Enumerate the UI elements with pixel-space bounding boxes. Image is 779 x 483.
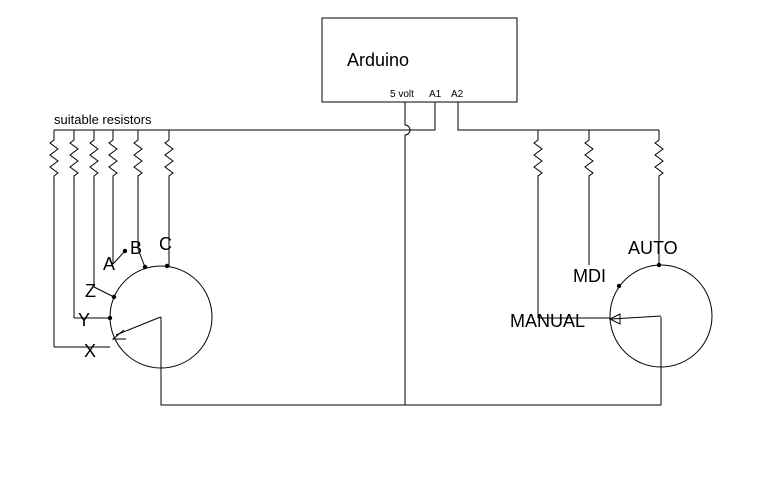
position-c-label: C [159,234,172,254]
position-y-label: Y [78,310,90,330]
wire-5volt [404,102,411,405]
pin-5volt-label: 5 volt [390,89,414,100]
resistors-label: suitable resistors [54,112,152,127]
arduino-title: Arduino [347,50,409,70]
left-wiper-pivot [157,316,162,319]
left-resistors [49,130,174,347]
contact-b [142,264,148,270]
resistor-auto [654,130,664,265]
left-wiper-arm [115,317,159,336]
right-wiper-arrow [608,313,621,325]
position-auto-label: AUTO [628,238,678,258]
lead-z [93,286,115,298]
position-mdi-label: MDI [573,266,606,286]
resistor-z [89,130,99,287]
resistor-manual [533,130,543,318]
right-resistors [533,130,664,318]
contact-c [164,263,170,269]
pin-a1-label: A1 [429,89,442,100]
resistor-mdi [584,130,594,265]
contact-y [107,315,113,321]
lead-b [137,248,146,268]
arduino-box [321,17,518,103]
wire-a1-bus [54,102,436,131]
pin-a2-label: A2 [451,89,464,100]
position-x-label: X [84,341,96,361]
lead-a [112,250,126,265]
resistor-c [164,130,174,267]
wire-bottom-return [160,317,662,406]
wire-a2-bus [457,102,659,131]
position-b-label: B [130,238,142,258]
resistor-y [69,130,79,318]
contact-z [111,294,117,300]
position-a-label: A [103,254,115,274]
resistor-b [133,130,143,249]
contact-auto [656,262,662,268]
right-wiper-arm [611,315,662,320]
contact-a [122,248,128,254]
position-z-label: Z [85,281,96,301]
resistor-x [49,130,59,347]
left-wiper-arrow [111,329,126,340]
contact-mdi [616,283,622,289]
position-manual-label: MANUAL [510,311,585,331]
resistor-a [108,130,118,264]
